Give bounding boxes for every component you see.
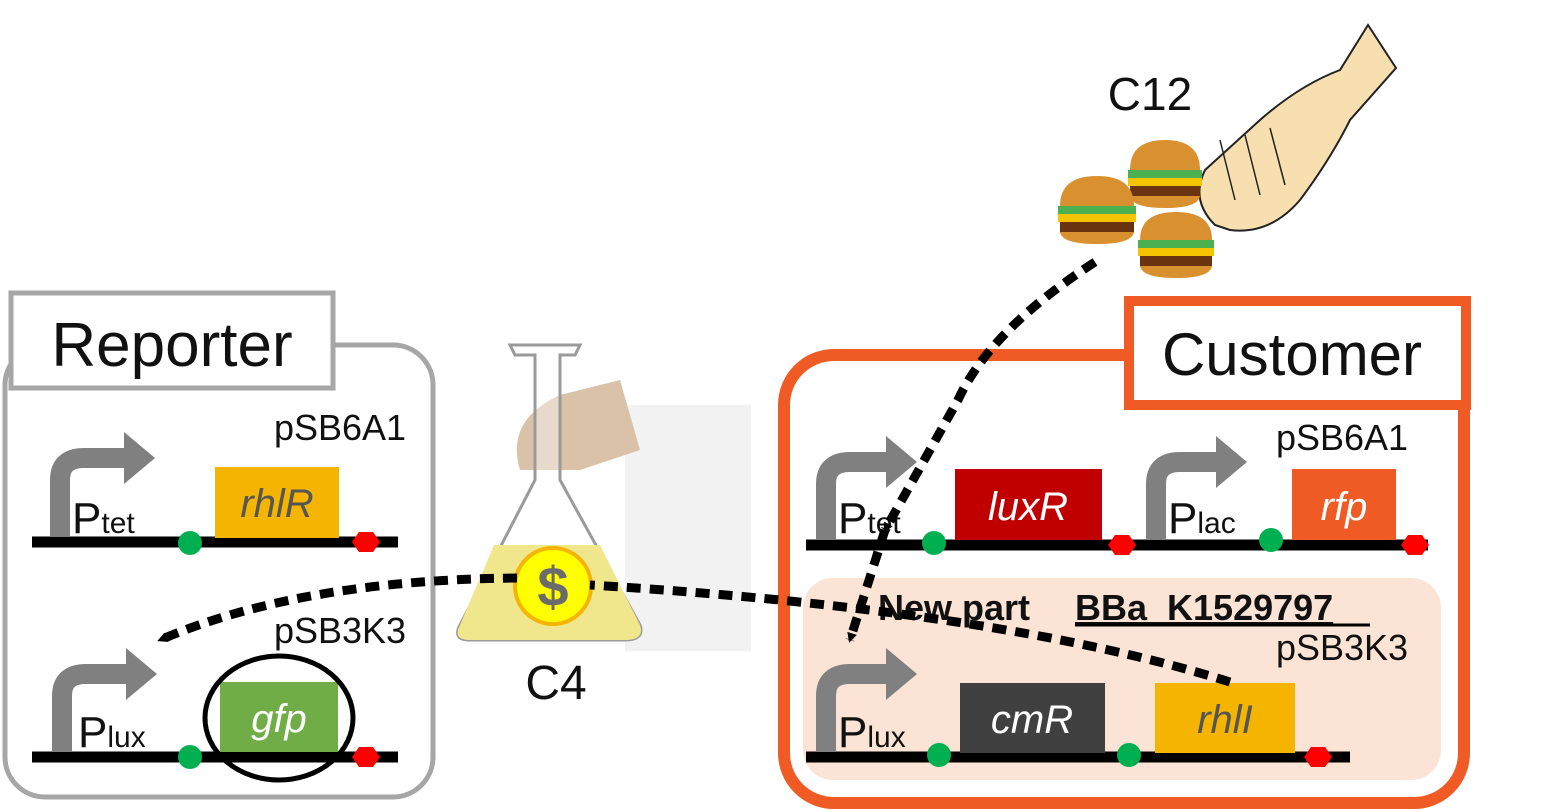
- rbs-dot-icon: [178, 745, 202, 769]
- customer-plasmid-top: pSB6A1: [1276, 417, 1408, 458]
- gfp-highlight-circle: [202, 653, 356, 783]
- promoter-arrow-icon: [816, 436, 917, 540]
- flask-icon: [456, 343, 751, 651]
- terminator-icon: [352, 532, 380, 552]
- gene-rfp-label: rfp: [1321, 485, 1368, 529]
- gene-cmR-label: cmR: [991, 698, 1073, 742]
- gene-rhlI-box: [1155, 683, 1295, 753]
- hamburger-icon: [1058, 176, 1136, 244]
- new-part-id: BBa_K1529797: [1075, 587, 1333, 628]
- terminator-icon: [1304, 747, 1332, 767]
- customer-title-box: [1124, 296, 1471, 410]
- gene-rfp-box: [1292, 469, 1396, 540]
- gene-cmR-box: [960, 683, 1105, 753]
- gene-rhlR-box: [215, 467, 339, 538]
- c12-signal-arrow: [881, 258, 1098, 533]
- reporter-panel: Reporter pSB6A1 Ptet rhlR pSB3K3 Plux gf…: [2, 290, 436, 800]
- dollar-coin-icon: $: [513, 546, 593, 626]
- gene-gfp-label: gfp: [251, 697, 307, 741]
- reporter-promoter-lux: Plux: [78, 708, 146, 757]
- rbs-dot-icon: [1117, 743, 1141, 767]
- gene-rhlI-label: rhlI: [1197, 698, 1253, 742]
- promoter-arrow-icon: [52, 648, 157, 752]
- c12-signal-arrow-tail: [845, 528, 890, 643]
- terminator-icon: [1401, 535, 1429, 555]
- hamburger-icon: [1138, 212, 1214, 278]
- customer-promoter-lux: Plux: [838, 708, 906, 757]
- c4-signal-line: [589, 580, 1232, 687]
- hand-icon: [1198, 23, 1398, 232]
- hamburger-icon: [1128, 140, 1202, 208]
- gene-luxR-box: [955, 469, 1102, 540]
- customer-panel: Customer pSB6A1 Ptet luxR Plac rfp New p…: [778, 296, 1471, 809]
- customer-title: Customer: [1162, 321, 1422, 388]
- promoter-arrow-icon: [50, 432, 155, 537]
- reporter-plasmid-bottom: pSB3K3: [274, 610, 406, 651]
- reporter-promoter-tet: Ptet: [72, 494, 135, 543]
- promoter-arrow-icon: [1146, 436, 1247, 540]
- rbs-dot-icon: [178, 531, 202, 555]
- customer-plasmid-bottom: pSB3K3: [1276, 627, 1408, 668]
- gene-rhlR-label: rhlR: [240, 482, 313, 526]
- terminator-icon: [1108, 535, 1136, 555]
- gene-luxR-label: luxR: [988, 485, 1068, 529]
- dollar-sign: $: [537, 555, 568, 618]
- reporter-title-box: [8, 290, 336, 391]
- promoter-arrow-icon: [816, 648, 917, 752]
- gene-gfp-box: [220, 682, 338, 752]
- c12-label: C12: [1108, 68, 1192, 120]
- reporter-plasmid-top: pSB6A1: [274, 407, 406, 448]
- rbs-dot-icon: [1259, 528, 1283, 552]
- c4-signal-arrow: [157, 573, 518, 645]
- reporter-title: Reporter: [51, 311, 292, 380]
- terminator-icon: [352, 747, 380, 767]
- customer-promoter-lac: Plac: [1168, 494, 1236, 543]
- rbs-dot-icon: [922, 531, 946, 555]
- rbs-dot-icon: [927, 743, 951, 767]
- c4-label: C4: [525, 657, 586, 710]
